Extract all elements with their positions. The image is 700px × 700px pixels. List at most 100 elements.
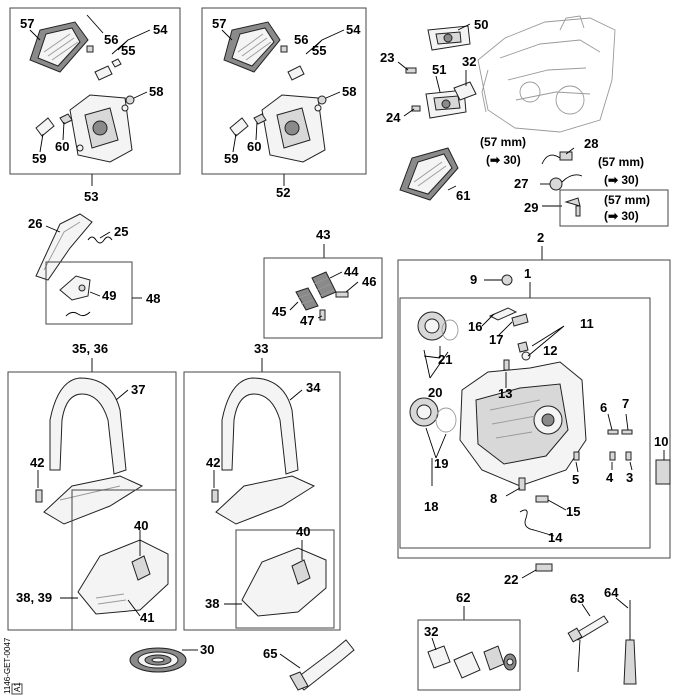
lever-59 <box>35 117 55 137</box>
part-12 <box>517 341 529 353</box>
label-9: 9 <box>470 272 477 287</box>
grommet-58b <box>317 95 327 105</box>
label-61: 61 <box>456 188 470 203</box>
note-length-57-c: (57 mm) <box>604 193 650 207</box>
label-19: 19 <box>434 456 448 471</box>
screw-23 <box>405 67 417 74</box>
label-34: 34 <box>306 380 321 395</box>
leader-56a <box>86 14 104 34</box>
label-1: 1 <box>524 266 531 281</box>
leader-54a <box>111 29 151 55</box>
part-17 <box>511 313 529 327</box>
screw-56b <box>280 45 288 53</box>
label-40a: 40 <box>134 518 148 533</box>
label-56a: 56 <box>104 32 118 47</box>
bearing-21 <box>417 311 459 341</box>
leader-57a <box>29 29 41 41</box>
group-43-frame <box>263 257 383 339</box>
label-22: 22 <box>504 572 518 587</box>
label-5: 5 <box>572 472 579 487</box>
label-28: 28 <box>584 136 598 151</box>
label-2: 2 <box>537 230 544 245</box>
screw-47 <box>319 309 326 321</box>
screw-56 <box>86 45 94 53</box>
group-62-frame <box>417 619 521 691</box>
label-55b: 55 <box>312 43 326 58</box>
label-4: 4 <box>606 470 614 485</box>
carburetor-50 <box>427 25 471 51</box>
label-42a: 42 <box>30 455 44 470</box>
screw-5 <box>573 451 580 461</box>
label-60b: 60 <box>247 139 261 154</box>
diagram-code: 1146-GET-0047 <box>3 637 12 694</box>
bolt-60 <box>59 113 73 125</box>
spring-parts-55b <box>287 65 305 81</box>
label-7: 7 <box>622 396 629 411</box>
leader-60a <box>62 121 65 141</box>
gasket-set-62 <box>427 645 517 679</box>
label-25: 25 <box>114 224 128 239</box>
label-59a: 59 <box>32 151 46 166</box>
screw-3 <box>625 451 632 461</box>
hand-guard-26 <box>35 213 93 281</box>
screw-13 <box>503 359 510 371</box>
label-64: 64 <box>604 585 619 600</box>
label-29: 29 <box>524 200 538 215</box>
grommet-58 <box>125 95 135 105</box>
fuel-pickup-27 <box>549 174 583 191</box>
label-47: 47 <box>300 313 314 328</box>
screw-42b <box>211 489 219 503</box>
screw-46 <box>335 291 349 298</box>
label-55a: 55 <box>121 43 135 58</box>
label-46: 46 <box>362 274 376 289</box>
screw-42 <box>35 489 43 503</box>
oil-line-coil-30 <box>129 647 187 673</box>
group-2-frame <box>397 259 671 559</box>
label-11: 11 <box>580 316 594 331</box>
label-43: 43 <box>316 227 330 242</box>
plug-9 <box>501 274 513 286</box>
label-45: 45 <box>272 304 286 319</box>
label-32-top: 32 <box>462 54 476 69</box>
label-33: 33 <box>254 341 268 356</box>
label-51: 51 <box>432 62 446 77</box>
label-60a: 60 <box>55 139 69 154</box>
label-27: 27 <box>514 176 528 191</box>
label-32-bottom: 32 <box>424 624 438 639</box>
carburetor-box-53 <box>69 94 133 163</box>
screw-24 <box>411 105 421 112</box>
front-handle-34 <box>215 377 316 525</box>
revision-code: A1 <box>13 682 22 692</box>
chain-cover-38 <box>241 547 327 617</box>
note-ref-30-b: (➡ 30) <box>604 173 639 187</box>
label-49: 49 <box>102 288 116 303</box>
screwdriver-64 <box>623 600 637 685</box>
carburetor-box-52 <box>261 94 326 163</box>
group-38-inner-frame <box>235 529 335 629</box>
note-length-57-b: (57 mm) <box>598 155 644 169</box>
label-37: 37 <box>131 382 145 397</box>
label-58a: 58 <box>149 84 163 99</box>
label-14: 14 <box>548 530 563 545</box>
label-52: 52 <box>276 185 290 200</box>
label-42b: 42 <box>206 455 220 470</box>
label-20: 20 <box>428 385 442 400</box>
spring-parts-55 <box>94 58 122 81</box>
air-filter-57b <box>223 21 281 73</box>
label-48: 48 <box>146 291 160 306</box>
group-48-frame <box>45 261 133 325</box>
group-33-frame <box>183 371 341 631</box>
label-12: 12 <box>543 343 557 358</box>
label-41: 41 <box>140 610 154 625</box>
label-62: 62 <box>456 590 470 605</box>
part-10 <box>655 459 671 485</box>
label-18: 18 <box>424 499 438 514</box>
crankcase-1 <box>459 361 587 487</box>
label-35-36: 35, 36 <box>72 341 108 356</box>
label-16: 16 <box>468 319 482 334</box>
engine-ghost <box>477 15 616 133</box>
leader-58a <box>133 91 148 99</box>
carburetor-51 <box>425 89 467 119</box>
label-58b: 58 <box>342 84 356 99</box>
